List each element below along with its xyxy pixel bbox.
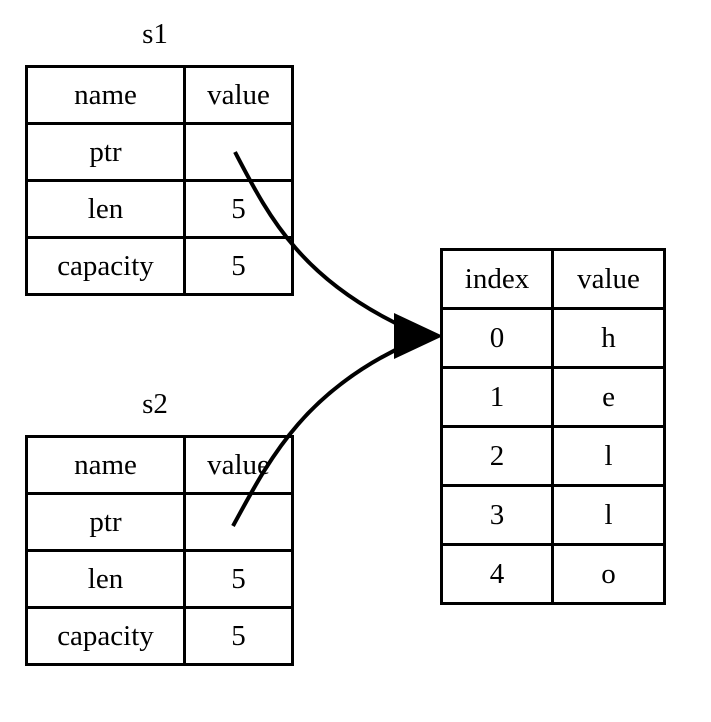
header-cell-name: name bbox=[25, 435, 186, 495]
cell-field-name: capacity bbox=[25, 236, 186, 296]
cell-field-name: len bbox=[25, 179, 186, 239]
table-row: capacity 5 bbox=[25, 606, 294, 666]
table-row: 4 o bbox=[440, 543, 666, 605]
table-row: 1 e bbox=[440, 366, 666, 428]
cell-index: 1 bbox=[440, 366, 554, 428]
arrow-head-icon bbox=[394, 313, 443, 359]
table-row: 0 h bbox=[440, 307, 666, 369]
table-row: capacity 5 bbox=[25, 236, 294, 296]
cell-index: 4 bbox=[440, 543, 554, 605]
struct-label-s1: s1 bbox=[142, 18, 168, 50]
header-cell-index: index bbox=[440, 248, 554, 310]
cell-field-value: 5 bbox=[183, 179, 294, 239]
cell-field-name: ptr bbox=[25, 122, 186, 182]
cell-index: 2 bbox=[440, 425, 554, 487]
struct-table-s1: name value ptr len 5 capacity 5 bbox=[25, 65, 294, 296]
header-cell-value: value bbox=[183, 435, 294, 495]
cell-value: h bbox=[551, 307, 666, 369]
cell-index: 0 bbox=[440, 307, 554, 369]
table-row: 2 l bbox=[440, 425, 666, 487]
header-cell-value: value bbox=[183, 65, 294, 125]
cell-field-value: 5 bbox=[183, 606, 294, 666]
struct-table-s2: name value ptr len 5 capacity 5 bbox=[25, 435, 294, 666]
header-cell-value: value bbox=[551, 248, 666, 310]
cell-value: l bbox=[551, 484, 666, 546]
table-row: ptr bbox=[25, 492, 294, 552]
cell-value: e bbox=[551, 366, 666, 428]
cell-field-value bbox=[183, 122, 294, 182]
struct-label-s2: s2 bbox=[142, 388, 168, 420]
cell-index: 3 bbox=[440, 484, 554, 546]
table-row: ptr bbox=[25, 122, 294, 182]
cell-value: l bbox=[551, 425, 666, 487]
cell-field-name: ptr bbox=[25, 492, 186, 552]
cell-field-name: len bbox=[25, 549, 186, 609]
table-row: len 5 bbox=[25, 179, 294, 239]
heap-data-table: index value 0 h 1 e 2 l 3 l 4 o bbox=[440, 248, 666, 605]
cell-field-value: 5 bbox=[183, 549, 294, 609]
table-row: len 5 bbox=[25, 549, 294, 609]
table-header-row: index value bbox=[440, 248, 666, 310]
table-header-row: name value bbox=[25, 435, 294, 495]
header-cell-name: name bbox=[25, 65, 186, 125]
cell-value: o bbox=[551, 543, 666, 605]
cell-field-name: capacity bbox=[25, 606, 186, 666]
table-header-row: name value bbox=[25, 65, 294, 125]
cell-field-value bbox=[183, 492, 294, 552]
table-row: 3 l bbox=[440, 484, 666, 546]
cell-field-value: 5 bbox=[183, 236, 294, 296]
